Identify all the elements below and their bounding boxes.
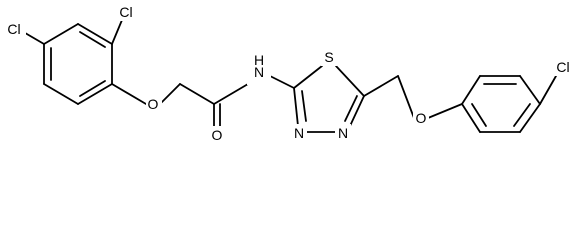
bond-ring-left-double-1 [79,31,106,48]
bond-methylene-to-oxygen-right [397,75,415,119]
n-ring-right-label: N [338,125,348,141]
bond-thiadiazole-c5-n4-double [344,95,358,122]
bond-ring-right-double-3 [471,103,487,127]
o-ether-left-background [146,95,162,113]
bond-ring-left-3 [77,83,113,105]
bond-thiadiazole-c2-s [293,65,323,89]
o-ether-left-label: O [148,96,159,112]
chemical-structure-diagram: Cl Cl O O N H S N N O Cl [2,3,576,144]
cl-right-label: Cl [556,59,569,75]
bond-cl-top [111,19,123,45]
bond-ring-right-4 [519,103,541,133]
bond-thiadiazole-c5-n4 [349,95,365,127]
s-ring-background [321,48,337,66]
bond-thiadiazole-to-methylene [363,75,399,97]
bond-oxygen-right-to-ring [427,103,463,119]
bond-ring-left-double-2 [79,80,106,97]
bond-ring-left-6 [43,23,79,45]
bond-cl-right [539,75,557,105]
n-ring-right-background [335,124,351,142]
bond-ring-right-3 [519,75,541,105]
nh-label: N [254,64,264,80]
bond-carbonyl-to-nh [213,83,249,105]
bond-ring-right-double-2 [513,103,531,127]
n-ring-left-background [291,124,307,142]
bond-ring-right-6 [461,103,481,133]
bond-ring-left-1 [77,23,113,45]
cl-left-background [2,20,26,38]
bond-ring-left-4 [43,83,79,105]
h-label: H [254,52,264,68]
cl-top-label: Cl [119,4,132,20]
cl-left-label: Cl [7,21,20,37]
bond-methylene-to-carbonyl [179,83,215,105]
cl-right-background [550,58,576,76]
bond-oxygen-to-methylene [159,83,181,105]
s-ring-label: S [324,49,333,65]
bond-layer [19,19,557,133]
bond-ring-to-oxygen-left [111,83,147,105]
bond-thiadiazole-n3-c2 [293,87,299,127]
n-ring-left-label: N [294,125,304,141]
bond-ring-right-1 [461,75,481,105]
o-carbonyl-background [209,126,225,144]
o-carbonyl-label: O [212,127,223,143]
o-ether-right-label: O [416,110,427,126]
atom-label-layer: Cl Cl O O N H S N N O Cl [2,3,576,144]
nh-background [247,57,271,85]
cl-top-background [114,3,138,21]
bond-thiadiazole-n3-c2-double [301,90,307,122]
bond-thiadiazole-s-c5 [335,65,365,97]
o-ether-right-background [413,109,429,127]
